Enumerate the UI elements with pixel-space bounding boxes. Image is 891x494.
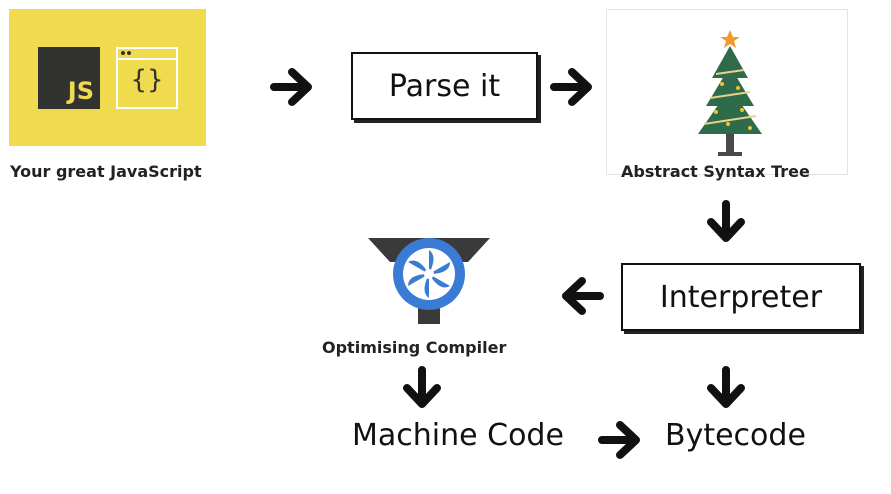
ast-panel [606, 9, 848, 175]
arrow-right-icon [270, 68, 312, 106]
arrow-right-icon [598, 421, 640, 459]
bytecode-label: Bytecode [665, 418, 806, 453]
braces-text: {} [130, 65, 164, 95]
js-badge: JS [38, 47, 100, 109]
compiler-funnel-icon [368, 238, 490, 324]
ast-caption: Abstract Syntax Tree [621, 162, 810, 181]
compiler-caption: Optimising Compiler [322, 338, 507, 357]
interpreter-step-box: Interpreter [621, 263, 861, 331]
arrow-down-icon [403, 366, 441, 408]
christmas-tree-icon [698, 30, 762, 156]
parse-step-box: Parse it [351, 52, 538, 120]
code-window-icon: {} [116, 47, 178, 109]
arrow-down-icon [707, 200, 745, 242]
interpreter-step-label: Interpreter [659, 279, 823, 315]
arrow-left-icon [562, 277, 604, 315]
javascript-caption: Your great JavaScript [10, 162, 202, 181]
arrow-down-icon [707, 366, 745, 408]
js-badge-text: JS [67, 77, 94, 105]
machine-code-label: Machine Code [352, 418, 564, 453]
javascript-logo: JS {} [9, 9, 206, 146]
arrow-right-icon [550, 68, 592, 106]
parse-step-label: Parse it [388, 68, 501, 104]
